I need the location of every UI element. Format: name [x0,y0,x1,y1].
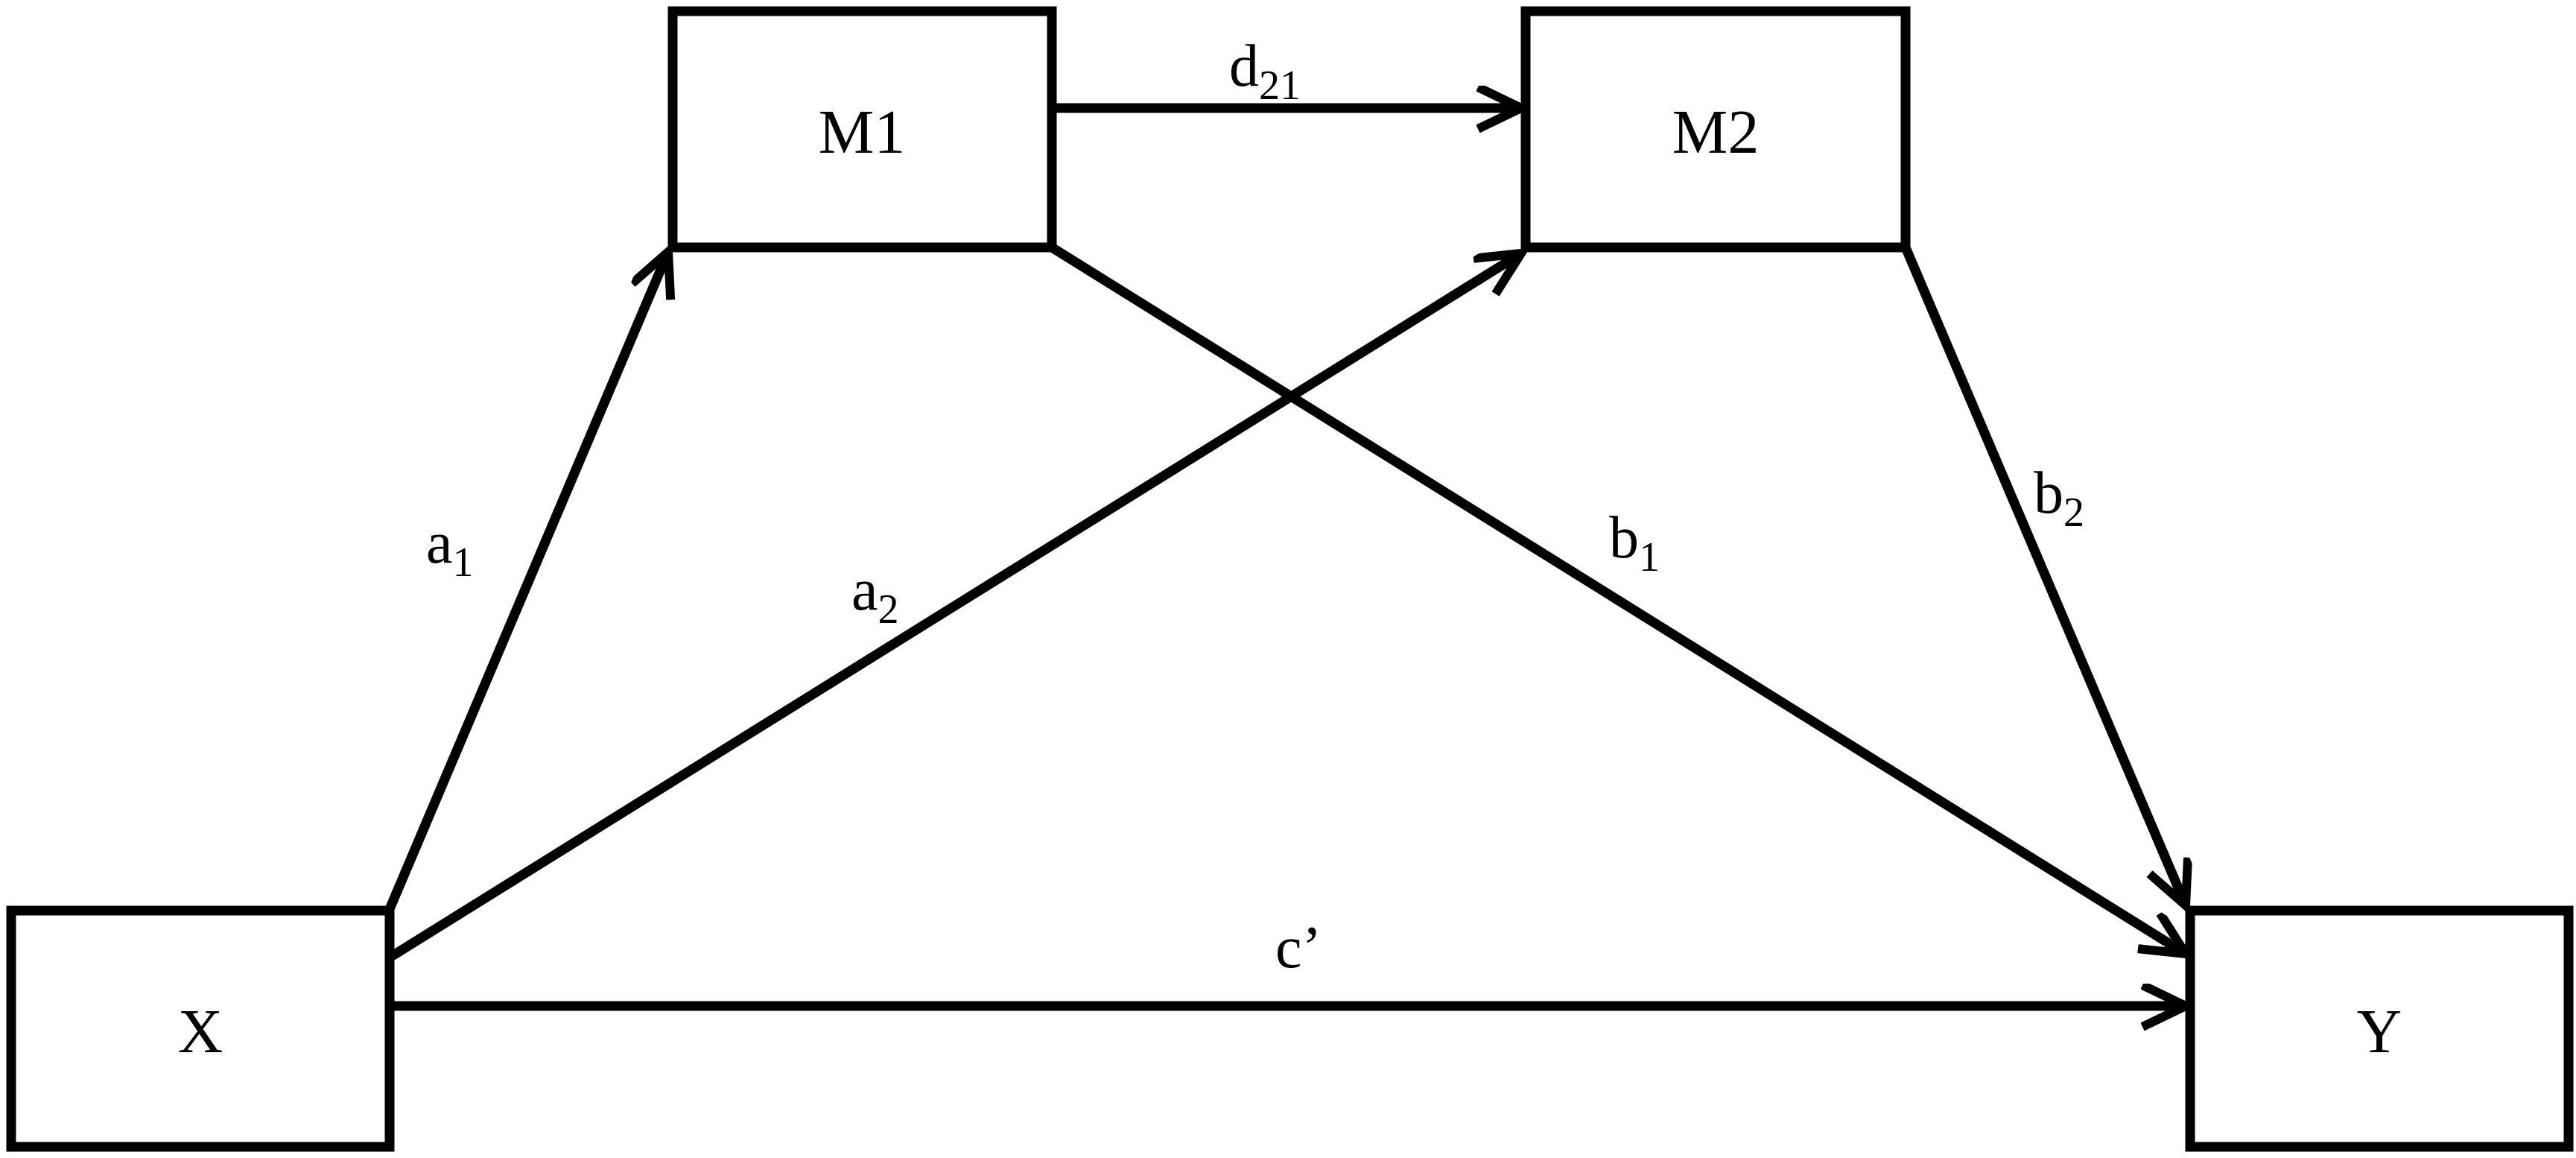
node-m2: M2 [1520,6,1911,253]
path-a2-arrow [387,253,1521,962]
node-y: Y [2185,905,2574,1152]
path-b1-arrow [1049,243,2186,954]
path-d21-base: d [1229,34,1259,99]
path-b1-sub: 1 [1639,534,1660,580]
node-y-label: Y [2357,997,2402,1066]
node-x: X [6,905,395,1152]
path-b2-label: b2 [2034,461,2084,536]
path-d21-sub: 21 [1259,63,1301,109]
path-d21-label: d21 [1229,34,1301,109]
path-a1-base: a [426,510,453,576]
path-a1-arrow [385,252,668,911]
path-b2-sub: 2 [2063,490,2084,536]
path-a2-base: a [851,557,878,623]
path-a1-sub: 1 [453,540,474,586]
path-a2-label: a2 [851,557,899,633]
node-m2-label: M2 [1672,98,1760,167]
node-x-label: X [178,997,223,1066]
path-b1-label: b1 [1609,505,1660,580]
path-b1-base: b [1609,505,1639,571]
path-b2-base: b [2034,461,2063,526]
node-m1-label: M1 [819,98,906,167]
path-a1-label: a1 [426,510,474,586]
path-b2-arrow [1901,245,2186,905]
path-c-prime-base: c’ [1275,915,1322,981]
node-m1: M1 [667,6,1057,253]
path-a2-sub: 2 [878,586,899,633]
path-c-prime-label: c’ [1275,915,1322,981]
